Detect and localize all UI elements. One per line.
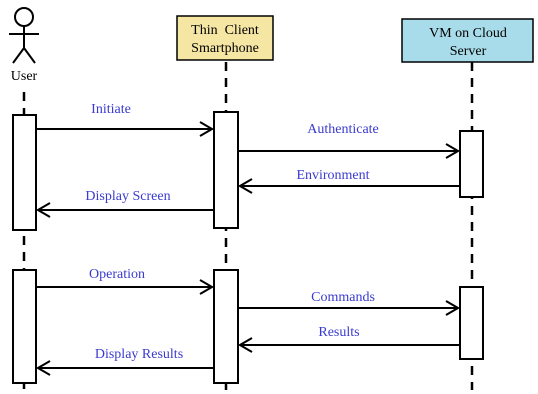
message-label-environment: Environment — [296, 168, 369, 183]
server-actor-label-line1: VM on Cloud — [429, 26, 507, 41]
user-actor-icon — [9, 7, 39, 64]
message-label-authenticate: Authenticate — [307, 122, 379, 137]
message-label-results: Results — [318, 325, 359, 340]
message-label-display-screen: Display Screen — [85, 189, 170, 204]
message-label-commands: Commands — [311, 290, 375, 305]
server-actor-label-line2: Server — [450, 44, 487, 59]
activation-server-2 — [459, 286, 484, 360]
client-actor-label-line1: Thin Client — [191, 23, 259, 38]
message-label-display-results: Display Results — [95, 347, 183, 362]
message-label-operation: Operation — [89, 267, 145, 282]
client-actor-label-line2: Smartphone — [191, 41, 259, 56]
activation-user-2 — [12, 269, 37, 384]
activation-server-1 — [459, 130, 484, 198]
client-actor-box — [176, 15, 274, 61]
activation-user-1 — [12, 114, 37, 231]
server-actor-box — [401, 18, 534, 63]
message-label-initiate: Initiate — [91, 102, 131, 117]
activation-client-2 — [213, 269, 239, 384]
activation-client-1 — [213, 111, 239, 229]
user-actor-label: User — [11, 69, 38, 84]
